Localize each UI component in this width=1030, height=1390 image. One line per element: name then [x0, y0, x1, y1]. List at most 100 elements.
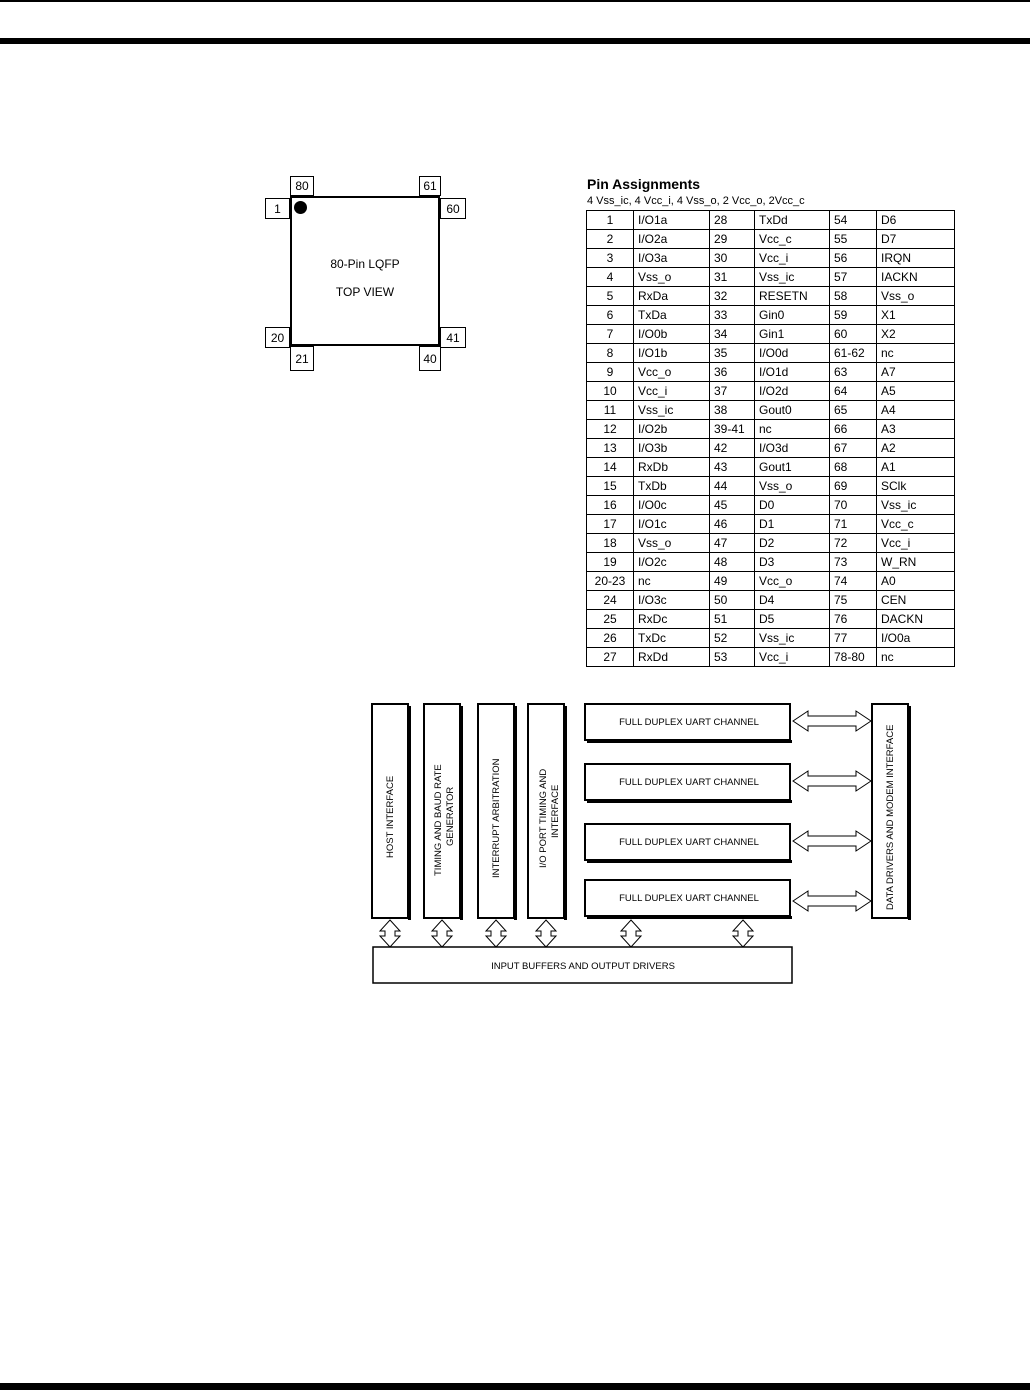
pin-label-1: 1 — [265, 198, 290, 219]
pin-signal-cell: A3 — [876, 419, 955, 439]
pin-number-cell: 20-23 — [586, 571, 634, 591]
pin-signal-cell: Vcc_i — [754, 647, 830, 667]
pin-signal-cell: TxDb — [633, 476, 710, 496]
double-arrow-icon — [792, 890, 872, 912]
timing-label-line2: GENERATOR — [445, 787, 456, 846]
pin-number-cell: 19 — [586, 552, 634, 572]
double-arrow-icon — [484, 919, 508, 948]
pin-label-80: 80 — [290, 176, 314, 196]
pin-number-cell: 53 — [709, 647, 755, 667]
pin-signal-cell: nc — [876, 647, 955, 667]
double-arrow-icon — [534, 919, 558, 948]
pin-number-cell: 32 — [709, 286, 755, 306]
pin-number-cell: 63 — [829, 362, 877, 382]
io-port-label-line2: INTERFACE — [550, 785, 561, 838]
pin-number-cell: 45 — [709, 495, 755, 515]
pin-signal-cell: Vss_o — [754, 476, 830, 496]
pin-label-60: 60 — [440, 198, 466, 219]
pin-signal-cell: Vss_ic — [633, 400, 710, 420]
pin-signal-cell: A7 — [876, 362, 955, 382]
pin-number-cell: 51 — [709, 609, 755, 629]
pin-number-cell: 13 — [586, 438, 634, 458]
double-arrow-icon — [731, 919, 755, 948]
double-arrow-icon — [430, 919, 454, 948]
uart-channel-4-label: FULL DUPLEX UART CHANNEL — [619, 893, 759, 904]
top-thin-rule — [0, 0, 1030, 2]
pin-signal-cell: I/O1b — [633, 343, 710, 363]
pin-number-cell: 34 — [709, 324, 755, 344]
uart-channel-1-label: FULL DUPLEX UART CHANNEL — [619, 717, 759, 728]
vertical-block-interrupt: INTERRUPT ARBITRATION — [477, 703, 517, 920]
uart-channel-1: FULL DUPLEX UART CHANNEL — [584, 703, 792, 743]
pin-signal-cell: I/O2b — [633, 419, 710, 439]
pin-signal-cell: D1 — [754, 514, 830, 534]
pin-signal-cell: I/O3c — [633, 590, 710, 610]
pin-number-cell: 31 — [709, 267, 755, 287]
pin-number-cell: 38 — [709, 400, 755, 420]
pin1-indicator-dot — [294, 201, 307, 214]
pin-signal-cell: TxDa — [633, 305, 710, 325]
data-drivers-label: DATA DRIVERS AND MODEM INTERFACE — [885, 725, 896, 910]
pin-signal-cell: RxDc — [633, 609, 710, 629]
timing-label-line1: TIMING AND BAUD RATE — [433, 764, 444, 876]
pin-number-cell: 27 — [586, 647, 634, 667]
buffers-label: INPUT BUFFERS AND OUTPUT DRIVERS — [491, 961, 675, 972]
pin-assignments-subtitle: 4 Vss_ic, 4 Vcc_i, 4 Vss_o, 2 Vcc_o, 2Vc… — [587, 195, 805, 207]
vertical-block-io-port: I/O PORT TIMING AND INTERFACE — [527, 703, 567, 920]
pin-number-cell: 69 — [829, 476, 877, 496]
top-thick-rule — [0, 38, 1030, 44]
uart-channel-3-label: FULL DUPLEX UART CHANNEL — [619, 837, 759, 848]
vertical-block-timing: TIMING AND BAUD RATE GENERATOR — [423, 703, 463, 920]
pin-signal-cell: I/O2a — [633, 229, 710, 249]
pin-label-41: 41 — [440, 327, 466, 348]
pin-number-cell: 50 — [709, 590, 755, 610]
pin-signal-cell: D6 — [876, 210, 955, 230]
package-view-label: TOP VIEW — [335, 285, 395, 299]
uart-channel-3: FULL DUPLEX UART CHANNEL — [584, 823, 792, 863]
bottom-thick-rule — [0, 1383, 1030, 1390]
pin-number-cell: 56 — [829, 248, 877, 268]
package-title: 80-Pin LQFP — [330, 257, 400, 271]
pin-signal-cell: W_RN — [876, 552, 955, 572]
double-arrow-icon — [792, 710, 872, 732]
horizontal-arrows — [792, 710, 872, 912]
pin-signal-cell: I/O1a — [633, 210, 710, 230]
pin-label-20: 20 — [265, 327, 290, 348]
pin-signal-cell: Vcc_i — [876, 533, 955, 553]
io-port-label-line1: I/O PORT TIMING AND — [538, 769, 549, 868]
pin-signal-cell: D5 — [754, 609, 830, 629]
pin-signal-cell: I/O2c — [633, 552, 710, 572]
pin-number-cell: 61-62 — [829, 343, 877, 363]
pin-number-cell: 37 — [709, 381, 755, 401]
host-interface-label: HOST INTERFACE — [385, 776, 396, 858]
double-arrow-icon — [792, 770, 872, 792]
pin-label-61: 61 — [419, 176, 441, 196]
pin-signal-cell: Gin1 — [754, 324, 830, 344]
pin-signal-cell: RxDb — [633, 457, 710, 477]
uart-channel-2-label: FULL DUPLEX UART CHANNEL — [619, 777, 759, 788]
pin-signal-cell: D0 — [754, 495, 830, 515]
pin-number-cell: 64 — [829, 381, 877, 401]
interrupt-arbitration-label: INTERRUPT ARBITRATION — [491, 758, 502, 878]
data-drivers-block: DATA DRIVERS AND MODEM INTERFACE — [871, 703, 911, 920]
pin-signal-cell: RxDd — [633, 647, 710, 667]
vertical-arrows — [378, 919, 755, 948]
pin-label-40: 40 — [419, 346, 441, 371]
pin-signal-cell: Vcc_c — [876, 514, 955, 534]
pin-number-cell: 78-80 — [829, 647, 877, 667]
pin-number-cell: 16 — [586, 495, 634, 515]
buffers-block: INPUT BUFFERS AND OUTPUT DRIVERS — [372, 946, 793, 984]
pin-number-cell: 33 — [709, 305, 755, 325]
